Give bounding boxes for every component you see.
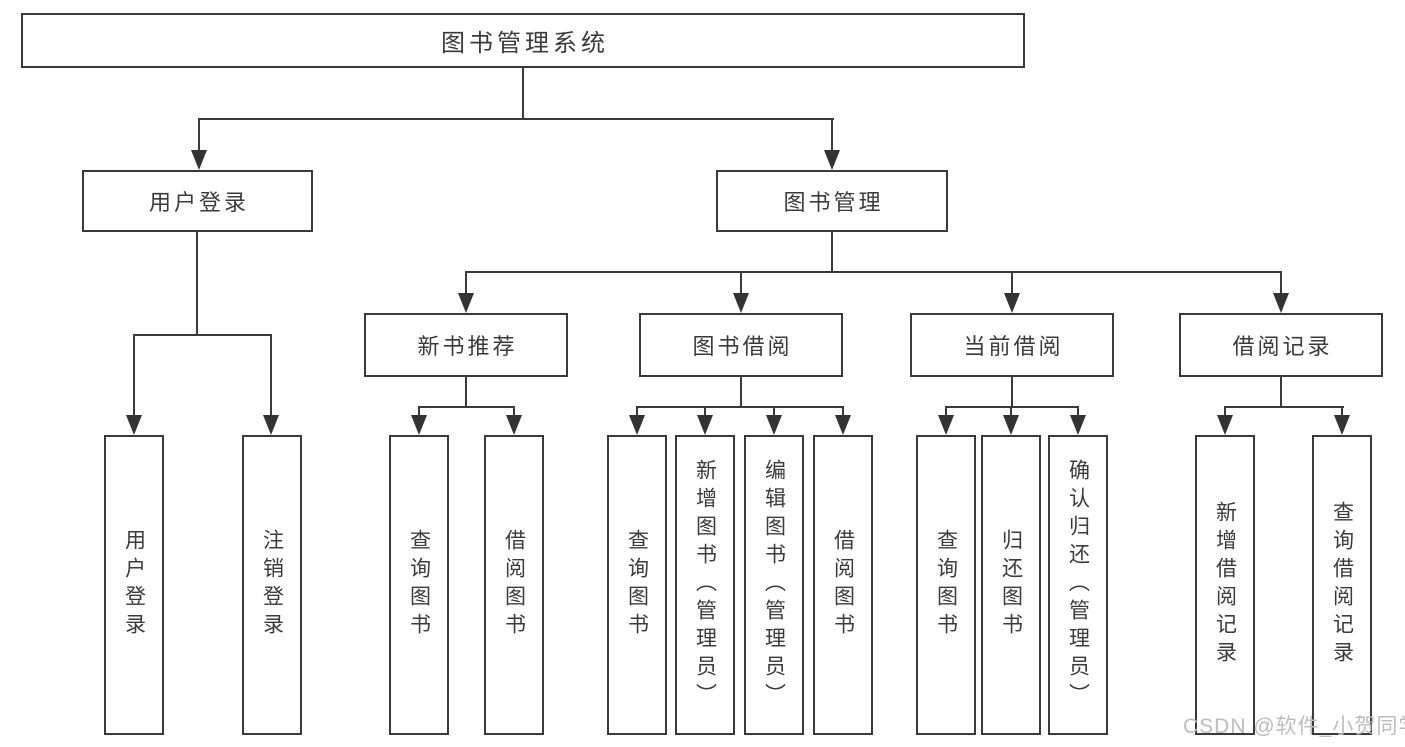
arrowhead-g2-leaf1 [629, 415, 645, 435]
leaf-current-query-books: 查询图书 [916, 435, 976, 735]
node-library-management-system: 图书管理系统 [21, 13, 1025, 68]
connector-g4-leaf2-drop [1341, 406, 1343, 419]
node-label: 图书管理 [783, 190, 884, 215]
node-book-management: 图书管理 [716, 170, 948, 232]
connector-g3-leaf1-drop [945, 406, 947, 419]
leaf-label: 确认归还（管理员） [1066, 459, 1090, 711]
leaf-query-borrow-record: 查询借阅记录 [1312, 435, 1372, 735]
node-label: 新书推荐 [417, 334, 518, 359]
connector-g3-leaf3-drop [1077, 406, 1079, 419]
connector-g2-leaf4-drop [842, 406, 844, 419]
leaf-recommend-borrow-books: 借阅图书 [484, 435, 544, 735]
connector-user-bus [133, 334, 272, 336]
leaf-label: 编辑图书（管理员） [762, 459, 786, 711]
connector-g3-leaf2-drop [1010, 406, 1012, 419]
arrowhead-g3-leaf2 [1003, 415, 1019, 435]
connector-book-mgmt-drop [831, 118, 833, 154]
arrowhead-g2-leaf4 [835, 415, 851, 435]
connector-root-stem [522, 68, 524, 120]
arrowhead-book-mgmt [824, 150, 840, 170]
arrowhead-group4 [1273, 293, 1289, 313]
arrowhead-g1-leaf1 [411, 415, 427, 435]
connector-group1-drop [465, 271, 467, 297]
leaf-label: 查询借阅记录 [1330, 501, 1354, 669]
leaf-borrow-query-books: 查询图书 [607, 435, 667, 735]
node-label: 当前借阅 [963, 334, 1064, 359]
leaf-logout: 注销登录 [242, 435, 302, 735]
node-label: 借阅记录 [1232, 334, 1333, 359]
connector-g1-leaf1-drop [418, 406, 420, 419]
csdn-watermark: CSDN @软件_小贺同学 [1183, 715, 1405, 738]
leaf-label: 借阅图书 [831, 529, 855, 641]
connector-group4-drop [1280, 271, 1282, 297]
leaf-label: 借阅图书 [502, 529, 526, 641]
node-label: 图书借阅 [692, 334, 793, 359]
connector-user-login-drop [198, 118, 200, 154]
arrowhead-user-child2 [263, 415, 279, 435]
leaf-label: 用户登录 [122, 529, 146, 641]
arrowhead-g4-leaf1 [1217, 415, 1233, 435]
leaf-label: 查询图书 [625, 529, 649, 641]
connector-books-stem [831, 232, 833, 273]
leaf-label: 查询图书 [407, 529, 431, 641]
node-borrowing-records: 借阅记录 [1179, 313, 1383, 377]
leaf-add-books-admin: 新增图书（管理员） [675, 435, 735, 735]
connector-user-stem [196, 232, 198, 336]
connector-g1-stem [465, 377, 467, 408]
leaf-label: 新增借阅记录 [1213, 501, 1237, 669]
arrowhead-g1-leaf2 [506, 415, 522, 435]
node-book-borrowing: 图书借阅 [639, 313, 843, 377]
leaf-label: 查询图书 [934, 529, 958, 641]
leaf-recommend-query-books: 查询图书 [389, 435, 449, 735]
node-new-book-recommendation: 新书推荐 [364, 313, 568, 377]
leaf-label: 注销登录 [260, 529, 284, 641]
leaf-add-borrow-record: 新增借阅记录 [1195, 435, 1255, 735]
arrowhead-user-child1 [126, 415, 142, 435]
connector-g2-leaf3-drop [773, 406, 775, 419]
node-current-borrowing: 当前借阅 [910, 313, 1114, 377]
connector-user-child1-drop [133, 334, 135, 419]
connector-g2-stem [740, 377, 742, 408]
leaf-label: 新增图书（管理员） [693, 459, 717, 711]
arrowhead-group1 [458, 293, 474, 313]
arrowhead-group2 [733, 293, 749, 313]
leaf-return-books: 归还图书 [981, 435, 1041, 735]
arrowhead-g3-leaf1 [938, 415, 954, 435]
leaf-label: 归还图书 [999, 529, 1023, 641]
node-label: 用户登录 [148, 190, 249, 215]
connector-g1-leaf2-drop [513, 406, 515, 419]
connector-g4-leaf1-drop [1224, 406, 1226, 419]
arrowhead-group3 [1004, 293, 1020, 313]
connector-books-bus [465, 271, 1282, 273]
leaf-confirm-return-admin: 确认归还（管理员） [1048, 435, 1108, 735]
connector-group3-drop [1011, 271, 1013, 297]
connector-g4-bus [1224, 406, 1344, 408]
arrowhead-g2-leaf3 [766, 415, 782, 435]
connector-g3-stem [1011, 377, 1013, 408]
leaf-edit-books-admin: 编辑图书（管理员） [744, 435, 804, 735]
arrowhead-g4-leaf2 [1334, 415, 1350, 435]
arrowhead-g3-leaf3 [1070, 415, 1086, 435]
connector-root-bus [198, 118, 834, 120]
arrowhead-g2-leaf2 [697, 415, 713, 435]
connector-g1-bus [418, 406, 515, 408]
node-label: 图书管理系统 [441, 30, 609, 57]
connector-g2-leaf1-drop [636, 406, 638, 419]
connector-g2-leaf2-drop [704, 406, 706, 419]
connector-group2-drop [740, 271, 742, 297]
arrowhead-user-login [191, 150, 207, 170]
leaf-borrow-books: 借阅图书 [813, 435, 873, 735]
connector-g3-bus [945, 406, 1079, 408]
connector-g4-stem [1280, 377, 1282, 408]
connector-g2-bus [636, 406, 844, 408]
node-user-login: 用户登录 [82, 170, 313, 232]
leaf-user-login: 用户登录 [104, 435, 164, 735]
connector-user-child2-drop [270, 334, 272, 419]
